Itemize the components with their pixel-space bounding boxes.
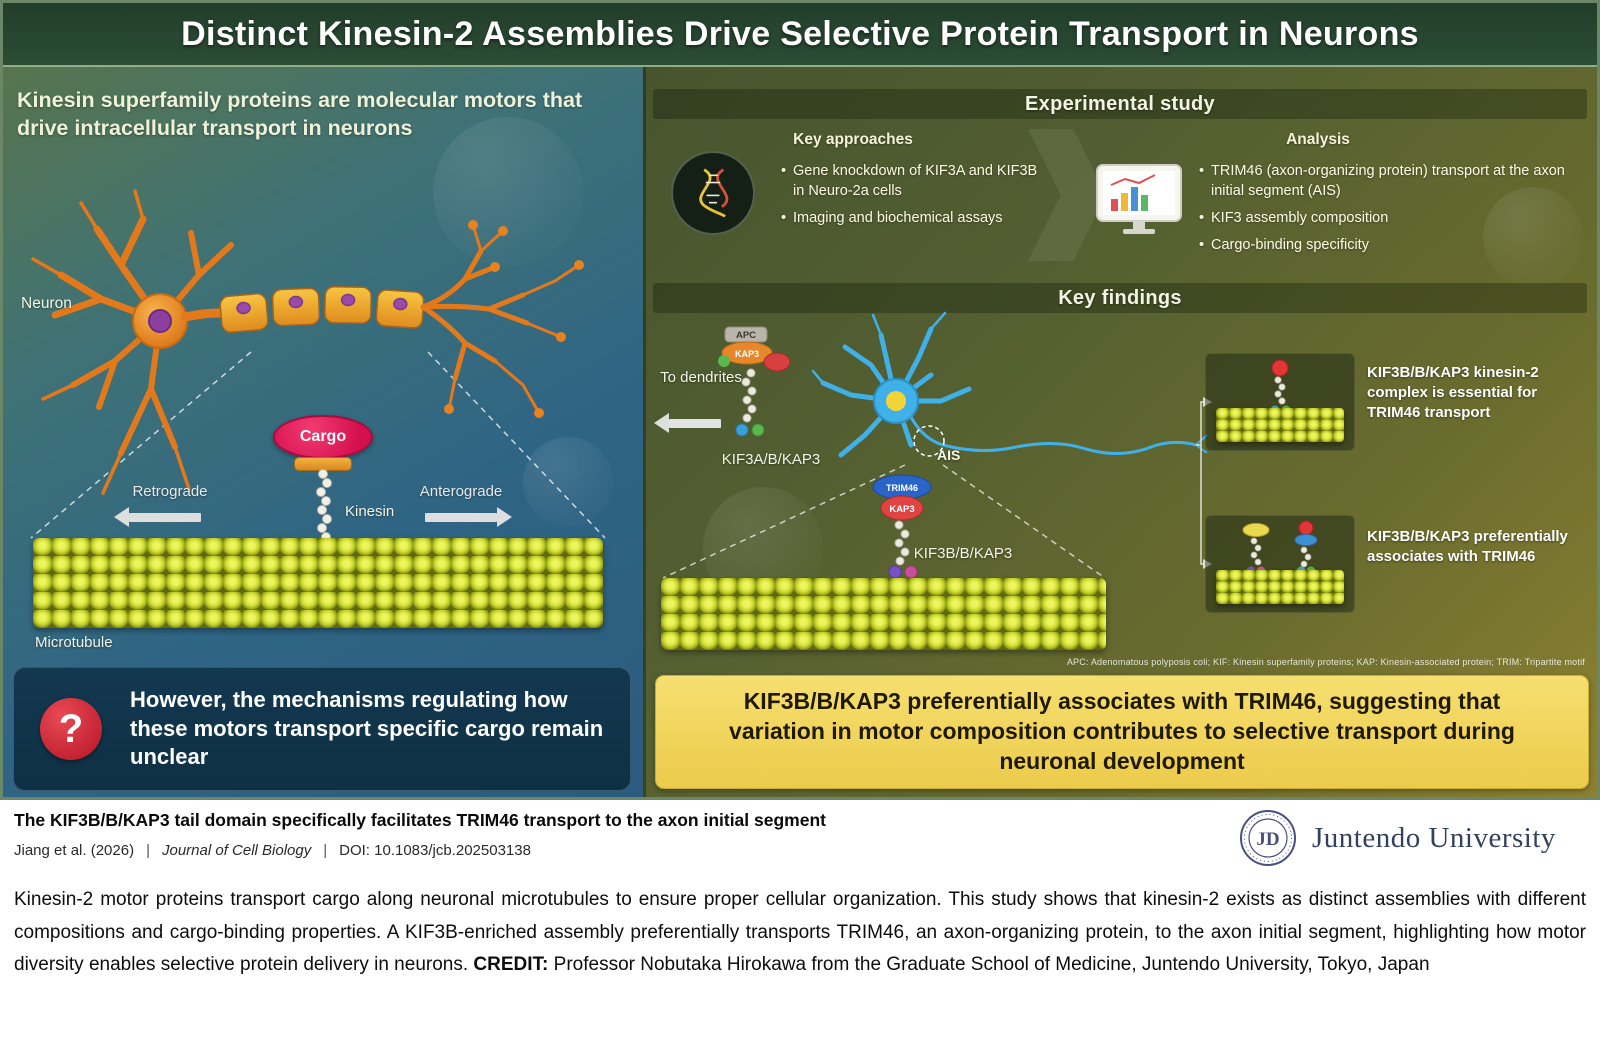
microtubule	[33, 538, 603, 628]
retrograde-label: Retrograde	[132, 483, 208, 500]
blue-neuron-illustration	[811, 311, 1208, 458]
question-mark-icon: ?	[40, 698, 102, 760]
svg-text:JD: JD	[1256, 829, 1279, 850]
mini-microtubule	[1216, 570, 1344, 604]
page-title: Distinct Kinesin-2 Assemblies Drive Sele…	[181, 14, 1419, 53]
apc-tag-label: APC	[736, 330, 756, 341]
terminal-boutons	[444, 220, 584, 418]
mini-microtubule	[1216, 408, 1344, 442]
list-item: KIF3 assembly composition	[1199, 208, 1569, 228]
magnifier-line	[427, 351, 606, 539]
to-dendrites-arrow-icon	[654, 413, 721, 433]
neuron-nucleus	[148, 309, 172, 333]
citation-separator: |	[146, 842, 150, 859]
retrograde-arrow-icon	[114, 507, 201, 527]
university-logo: JD Juntendo University	[1238, 808, 1556, 868]
citation-doi: DOI: 10.1083/jcb.202503138	[339, 842, 531, 859]
caption-text: Kinesin-2 motor proteins transport cargo…	[14, 889, 1586, 976]
decorative-bubble	[523, 437, 613, 527]
list-item: Imaging and biochemical assays	[781, 208, 1043, 228]
blue-nucleus	[886, 391, 906, 411]
key-approaches-title: Key approaches	[793, 131, 913, 148]
kif3ab-complex-label: KIF3A/B/KAP3	[721, 451, 821, 468]
list-item: TRIM46 (axon-organizing protein) transpo…	[1199, 161, 1569, 201]
question-box: ? However, the mechanisms regulating how…	[13, 667, 631, 791]
decorative-bubble	[433, 117, 583, 267]
anterograde-label: Anterograde	[419, 483, 503, 500]
ais-label: AIS	[937, 447, 961, 463]
infographic: Distinct Kinesin-2 Assemblies Drive Sele…	[0, 0, 1600, 800]
kif3a-b-kap3-complex-icon: APC KAP3	[718, 326, 791, 437]
kap3-label: KAP3	[889, 504, 914, 515]
question-text: However, the mechanisms regulating how t…	[130, 687, 604, 770]
finding-panel-2	[1205, 515, 1355, 613]
magnifier-line	[30, 351, 252, 539]
dna-icon	[671, 151, 755, 235]
neuron-illustration	[30, 189, 606, 539]
citation-journal: Journal of Cell Biology	[161, 842, 312, 859]
finding-panel-1	[1205, 353, 1355, 451]
university-seal-icon: JD	[1240, 810, 1296, 866]
key-approaches-list: Gene knockdown of KIF3A and KIF3B in Neu…	[781, 161, 1043, 235]
to-dendrites-label: To dendrites	[660, 369, 742, 386]
kap3-label: KAP3	[735, 349, 759, 359]
left-panel: Kinesin superfamily proteins are molecul…	[3, 67, 643, 797]
microtubule	[661, 578, 1106, 650]
axon-neck	[180, 308, 224, 322]
main-area: Kinesin superfamily proteins are molecul…	[3, 67, 1597, 797]
key-findings-header: Key findings	[653, 283, 1587, 313]
footer-headline: The KIF3B/B/KAP3 tail domain specificall…	[14, 810, 826, 830]
kif3bb-complex-label: KIF3B/B/KAP3	[913, 545, 1013, 562]
axon-terminal-branches	[420, 223, 581, 415]
title-bar: Distinct Kinesin-2 Assemblies Drive Sele…	[3, 3, 1597, 67]
myelin-segments	[219, 286, 425, 333]
conclusion-box: KIF3B/B/KAP3 preferentially associates w…	[655, 675, 1589, 789]
citation: Jiang et al. (2026) | Journal of Cell Biol…	[14, 842, 531, 859]
trim46-label: TRIM46	[886, 483, 918, 493]
cargo-ellipse: Cargo	[273, 415, 373, 459]
citation-separator: |	[323, 842, 328, 859]
dendrites	[31, 189, 234, 495]
analysis-list: TRIM46 (axon-organizing protein) transpo…	[1199, 161, 1569, 262]
blue-axon	[909, 416, 1197, 456]
list-item: Cargo-binding specificity	[1199, 235, 1569, 255]
citation-authors: Jiang et al. (2026)	[14, 842, 135, 859]
list-item: Gene knockdown of KIF3A and KIF3B in Neu…	[781, 161, 1043, 201]
monitor-chart-icon	[1096, 164, 1182, 234]
conclusion-text: KIF3B/B/KAP3 preferentially associates w…	[729, 688, 1515, 774]
intro-text: Kinesin superfamily proteins are molecul…	[17, 88, 583, 140]
magnifier-lines	[662, 464, 1106, 579]
anterograde-arrow-icon	[425, 507, 512, 527]
abbreviation-footnote: APC: Adenomatous polyposis coli; KIF: Ki…	[1066, 657, 1585, 667]
analysis-title: Analysis	[1286, 131, 1350, 148]
finding-2-text: KIF3B/B/KAP3 preferentially associates w…	[1367, 528, 1568, 565]
trim46-kap3-complex-icon: TRIM46 KAP3	[872, 474, 932, 579]
credit-label: CREDIT:	[473, 954, 549, 976]
trim46-cargo-complex-icon	[1270, 359, 1291, 415]
ais-circle	[913, 425, 945, 457]
microtubule-label: Microtubule	[35, 634, 113, 651]
finding-1-text: KIF3B/B/KAP3 kinesin-2 complex is essent…	[1367, 364, 1539, 421]
caption: Kinesin-2 motor proteins transport cargo…	[14, 884, 1586, 982]
right-panel: Experimental study Key approaches Gene k…	[643, 67, 1597, 797]
neuron-label: Neuron	[21, 295, 72, 312]
credit-text: Professor Nobutaka Hirokawa from the Gra…	[553, 954, 1430, 976]
cargo-label: Cargo	[299, 428, 347, 445]
experimental-study-header: Experimental study	[653, 89, 1587, 119]
connector-lines	[1196, 397, 1212, 569]
university-name: Juntendo University	[1312, 821, 1556, 854]
kinesin-label: Kinesin	[345, 503, 395, 520]
